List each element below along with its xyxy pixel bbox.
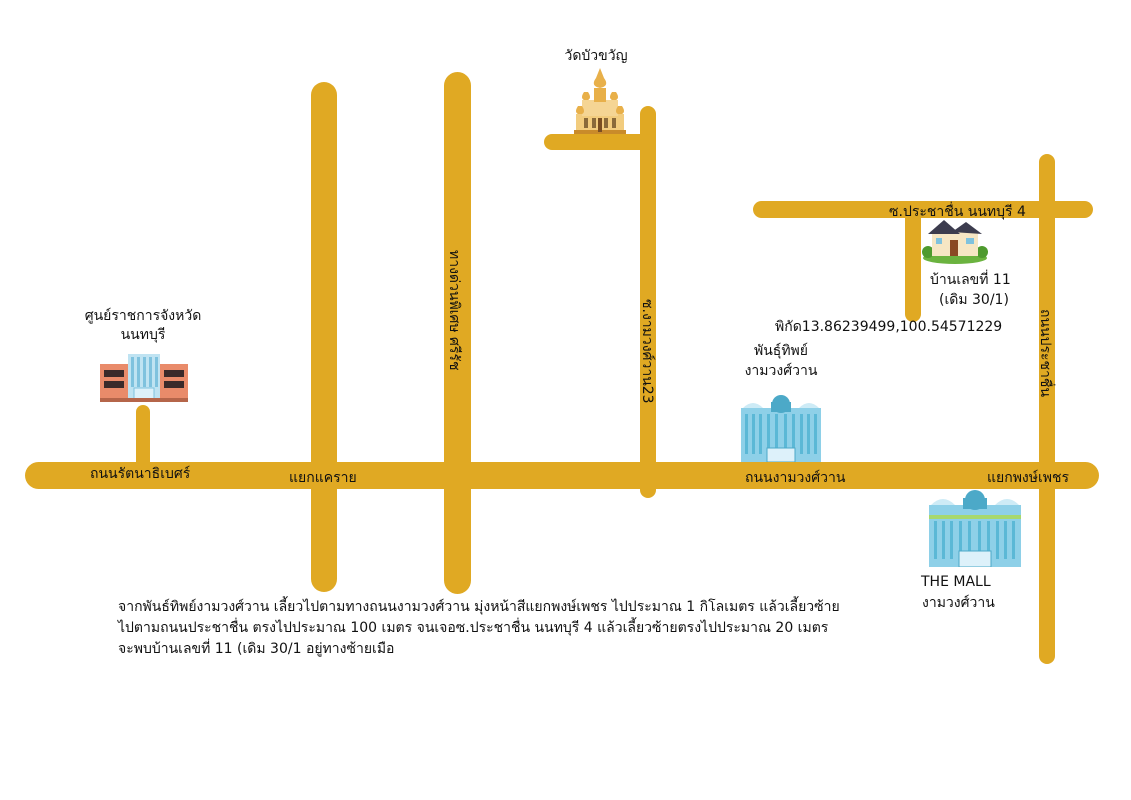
soi-prachachuen-4-label: ซ.ประชาชื่น นนทบุรี 4	[889, 204, 1026, 220]
house-icon	[922, 220, 988, 264]
directions-text: จากพันธ์ทิพย์งามวงศ์วาน เลี้ยวไปตามทางถน…	[118, 597, 918, 660]
road-ngamwongwan	[25, 462, 1099, 489]
government-center-label-line2: นนทบุรี	[120, 327, 166, 343]
ngamwongwan-road-label: ถนนงามวงศ์วาน	[745, 470, 846, 486]
phong-phet-junction-label: แยกพงษ์เพชร	[987, 470, 1070, 486]
prachachuen-road-label: ถนนประชาชื่น	[1037, 309, 1053, 397]
road-expressway	[444, 72, 471, 594]
house-label-line1: บ้านเลขที่ 11	[930, 272, 1011, 288]
pantip-building-icon	[741, 395, 821, 462]
the-mall-building-icon	[929, 490, 1021, 567]
pantip-label-line1: พันธุ์ทิพย์	[753, 343, 808, 359]
road-soi-prachachuen-4	[753, 201, 1093, 218]
temple-icon	[574, 68, 626, 134]
pantip-label-line2: งามวงศ์วาน	[744, 363, 818, 379]
house-label-line2: (เดิม 30/1)	[939, 292, 1009, 308]
road-prachachuen	[1039, 154, 1055, 664]
directions-line-1: จากพันธ์ทิพย์งามวงศ์วาน เลี้ยวไปตามทางถน…	[118, 599, 840, 615]
ratthanathibet-road-label: ถนนรัตนาธิเบศร์	[90, 466, 191, 482]
the-mall-label-line2: งามวงศ์วาน	[922, 595, 995, 611]
the-mall-label-line1: THE MALL	[921, 574, 991, 590]
khae-rai-junction-label: แยกแคราย	[289, 470, 357, 486]
coordinates-label: พิกัด13.86239499,100.54571229	[775, 319, 1003, 335]
directions-line-2: ไปตามถนนประชาชื่น ตรงไปประมาณ 100 เมตร จ…	[118, 620, 829, 636]
road-ratthanathibet-branch	[136, 405, 150, 471]
directions-line-3: จะพบบ้านเลขที่ 11 (เดิม 30/1 อยู่ทางซ้าย…	[118, 641, 395, 657]
road-khae-rai	[311, 82, 337, 592]
road-house-branch	[905, 210, 921, 322]
government-building-icon	[100, 354, 188, 402]
expressway-label: ทางด่วนพิเศษ ศรีรัช	[446, 250, 462, 371]
government-center-label-line1: ศูนย์ราชการจังหวัด	[84, 308, 202, 324]
road-soi-ngamwongwan-23	[640, 106, 656, 498]
road-temple-branch	[544, 134, 654, 150]
temple-label: วัดบัวขวัญ	[564, 48, 628, 64]
soi-ngamwongwan-23-label: ซ.งามวงศ์วาน23	[639, 299, 655, 404]
